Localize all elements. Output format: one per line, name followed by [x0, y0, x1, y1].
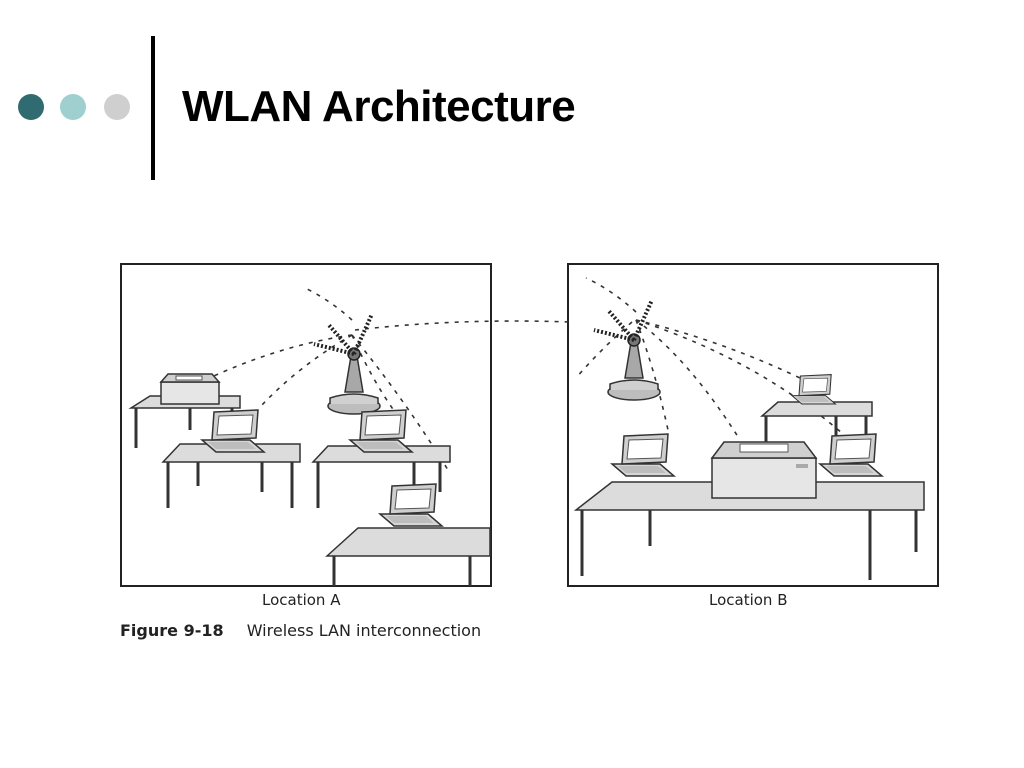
figure-caption: Figure 9-18 Wireless LAN interconnection — [120, 621, 481, 640]
location-a-label: Location A — [262, 591, 341, 609]
slide-title: WLAN Architecture — [182, 82, 576, 131]
bullet-dot-light — [60, 94, 86, 120]
figure-number: Figure 9-18 — [120, 621, 224, 640]
title-divider — [151, 36, 155, 180]
bullet-dot-dark — [18, 94, 44, 120]
bullet-dot-gray — [104, 94, 130, 120]
figure-caption-text: Wireless LAN interconnection — [246, 621, 482, 640]
printer-icon — [159, 373, 221, 405]
printer-icon — [710, 441, 818, 499]
location-b-label: Location B — [709, 591, 788, 609]
table-laptop-a1 — [161, 443, 301, 508]
signal-waves-b — [575, 277, 851, 441]
location-b-frame — [567, 263, 939, 587]
table-laptop-a3 — [325, 527, 491, 586]
